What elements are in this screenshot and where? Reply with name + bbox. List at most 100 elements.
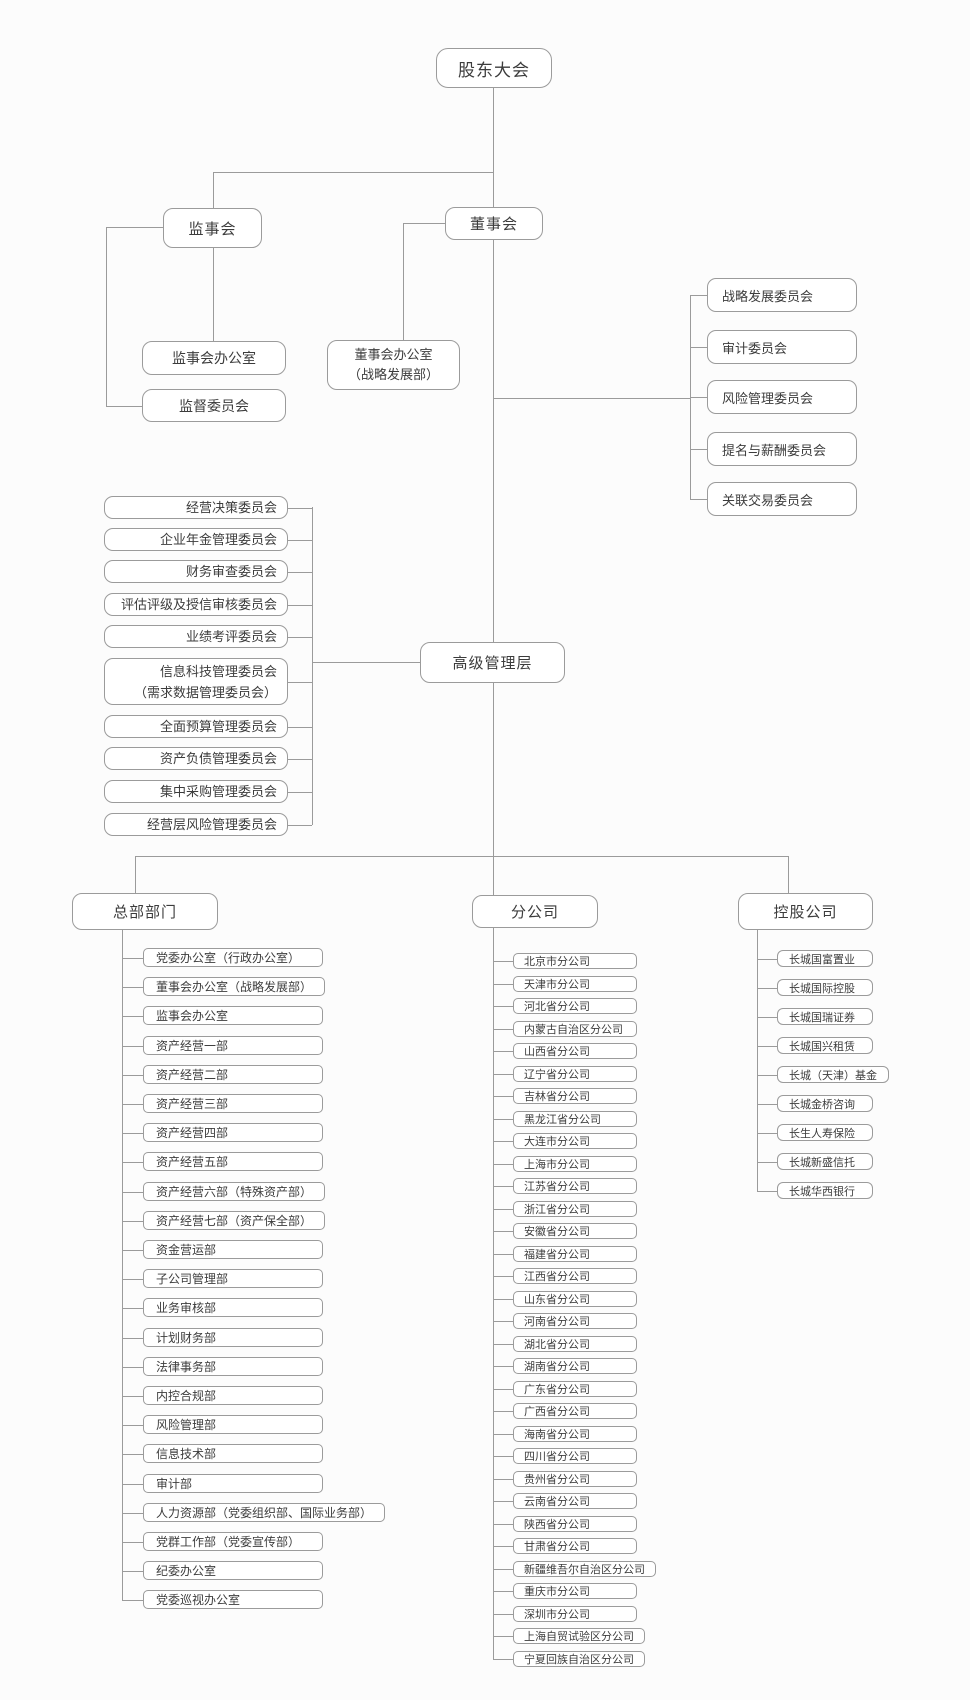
connector-line xyxy=(493,88,494,207)
branch-box: 江西省分公司 xyxy=(513,1268,637,1284)
branch-box: 北京市分公司 xyxy=(513,953,637,969)
org-node-board-office: 董事会办公室（战略发展部） xyxy=(327,340,460,390)
connector-line xyxy=(288,682,312,683)
branch-box: 深圳市分公司 xyxy=(513,1606,637,1622)
board-committee-box: 战略发展委员会 xyxy=(707,278,857,312)
org-node-supervision-committee: 监督委员会 xyxy=(142,389,286,422)
connector-line xyxy=(122,1308,143,1309)
branch-box: 广西省分公司 xyxy=(513,1403,637,1419)
department-box: 资金营运部 xyxy=(143,1240,323,1259)
connector-line xyxy=(122,1104,143,1105)
branch-box: 湖北省分公司 xyxy=(513,1336,637,1352)
subsidiary-box: 长生人寿保险 xyxy=(777,1124,873,1141)
management-committee-box: 经营层风险管理委员会 xyxy=(104,813,288,836)
connector-line xyxy=(288,572,312,573)
department-box: 资产经营三部 xyxy=(143,1094,323,1113)
management-committee-box: 资产负债管理委员会 xyxy=(104,747,288,770)
connector-line xyxy=(312,662,420,663)
department-box: 风险管理部 xyxy=(143,1415,323,1434)
branch-box: 天津市分公司 xyxy=(513,976,637,992)
board-committee-box: 提名与薪酬委员会 xyxy=(707,432,857,466)
org-node-supervisory-board-office: 监事会办公室 xyxy=(142,341,286,375)
connector-line xyxy=(106,227,107,406)
connector-line xyxy=(493,1141,513,1142)
department-box: 资产经营一部 xyxy=(143,1036,323,1055)
branch-box: 山东省分公司 xyxy=(513,1291,637,1307)
connector-line xyxy=(757,1133,777,1134)
connector-line xyxy=(493,398,690,399)
department-box: 党委办公室（行政办公室） xyxy=(143,948,323,967)
department-box: 资产经营五部 xyxy=(143,1152,323,1171)
branch-box: 云南省分公司 xyxy=(513,1493,637,1509)
connector-line xyxy=(757,930,758,1191)
connector-line xyxy=(493,1456,513,1457)
connector-line xyxy=(403,223,404,340)
connector-line xyxy=(213,172,214,208)
connector-line xyxy=(403,223,445,224)
board-committee-box: 审计委员会 xyxy=(707,330,857,364)
connector-line xyxy=(122,1542,143,1543)
connector-line xyxy=(493,1074,513,1075)
branch-box: 大连市分公司 xyxy=(513,1133,637,1149)
connector-line xyxy=(493,1614,513,1615)
branch-box: 甘肃省分公司 xyxy=(513,1538,637,1554)
subsidiary-box: 长城国际控股 xyxy=(777,979,873,996)
connector-line xyxy=(493,1186,513,1187)
connector-line xyxy=(122,1513,143,1514)
department-box: 资产经营二部 xyxy=(143,1065,323,1084)
management-committee-box: 财务审查委员会 xyxy=(104,560,288,583)
subsidiary-box: 长城华西银行 xyxy=(777,1182,873,1199)
connector-line xyxy=(288,508,312,509)
connector-line xyxy=(690,295,707,296)
management-committee-box: 全面预算管理委员会 xyxy=(104,715,288,738)
department-box: 党群工作部（党委宣传部） xyxy=(143,1532,323,1551)
management-committee-box: 业绩考评委员会 xyxy=(104,625,288,648)
connector-line xyxy=(122,1250,143,1251)
connector-line xyxy=(135,856,788,857)
connector-line xyxy=(493,1096,513,1097)
connector-line xyxy=(493,240,494,642)
connector-line xyxy=(122,1162,143,1163)
branch-box: 内蒙古自治区分公司 xyxy=(513,1021,637,1037)
branch-box: 浙江省分公司 xyxy=(513,1201,637,1217)
branch-box: 河北省分公司 xyxy=(513,998,637,1014)
subsidiary-box: 长城新盛信托 xyxy=(777,1153,873,1170)
connector-line xyxy=(690,499,707,500)
org-node-supervisory-board: 监事会 xyxy=(163,208,262,248)
connector-line xyxy=(493,1006,513,1007)
department-box: 法律事务部 xyxy=(143,1357,323,1376)
connector-line xyxy=(493,1434,513,1435)
connector-line xyxy=(288,605,312,606)
branch-box: 贵州省分公司 xyxy=(513,1471,637,1487)
org-node-board-of-directors: 董事会 xyxy=(445,207,543,240)
connector-line xyxy=(493,683,494,856)
connector-line xyxy=(122,1221,143,1222)
subsidiary-box: 长城金桥咨询 xyxy=(777,1095,873,1112)
connector-line xyxy=(493,1659,513,1660)
org-node-senior-management: 高级管理层 xyxy=(420,642,565,683)
connector-line xyxy=(757,1017,777,1018)
connector-line xyxy=(106,406,142,407)
connector-line xyxy=(493,1501,513,1502)
department-box: 审计部 xyxy=(143,1474,323,1493)
connector-line xyxy=(493,1209,513,1210)
board-committee-box: 风险管理委员会 xyxy=(707,380,857,414)
connector-line xyxy=(288,727,312,728)
branch-box: 新疆维吾尔自治区分公司 xyxy=(513,1561,656,1577)
branch-box: 上海自贸试验区分公司 xyxy=(513,1628,645,1644)
connector-line xyxy=(122,1075,143,1076)
connector-line xyxy=(493,1276,513,1277)
connector-line xyxy=(122,1133,143,1134)
branch-box: 广东省分公司 xyxy=(513,1381,637,1397)
org-node-shareholders-meeting: 股东大会 xyxy=(436,48,552,88)
connector-line xyxy=(288,792,312,793)
management-committee-box: 经营决策委员会 xyxy=(104,496,288,519)
branch-box: 江苏省分公司 xyxy=(513,1178,637,1194)
subsidiary-box: 长城国富置业 xyxy=(777,950,873,967)
department-box: 董事会办公室（战略发展部） xyxy=(143,977,326,996)
department-box: 监事会办公室 xyxy=(143,1006,323,1025)
department-box: 内控合规部 xyxy=(143,1386,323,1405)
branch-box: 安徽省分公司 xyxy=(513,1223,637,1239)
connector-line xyxy=(122,1454,143,1455)
branch-box: 河南省分公司 xyxy=(513,1313,637,1329)
